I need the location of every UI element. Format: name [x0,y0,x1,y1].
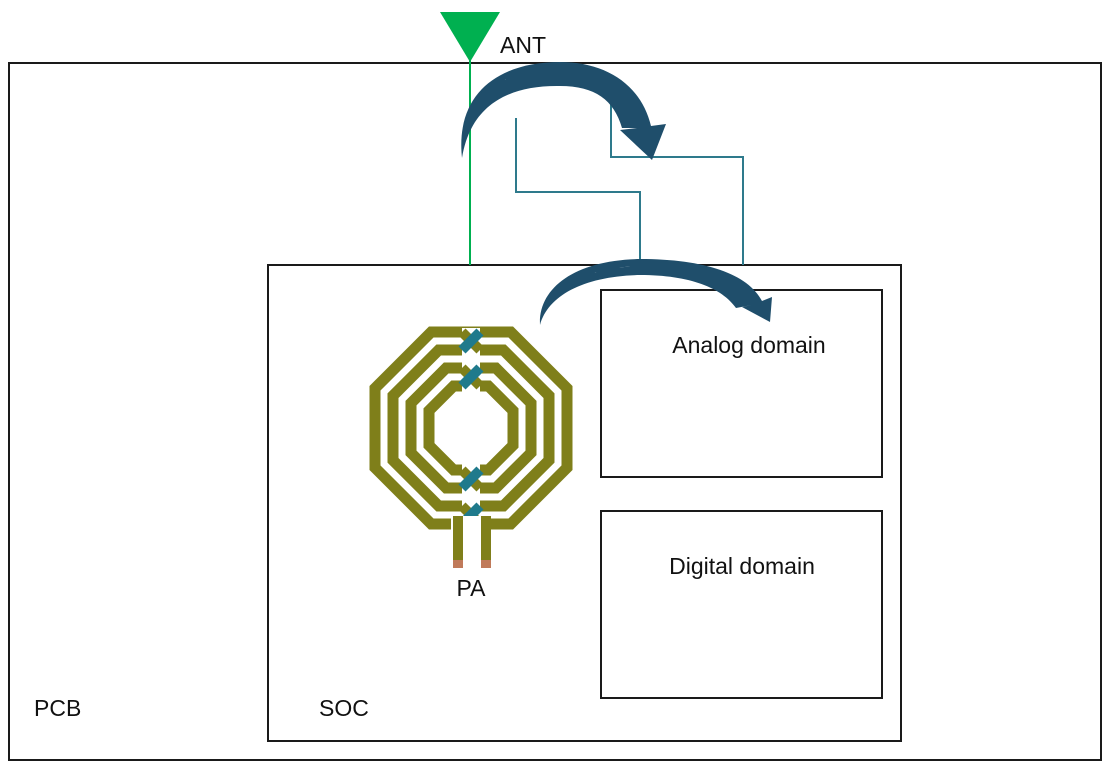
inductor-turn [387,344,555,512]
inductor-lead [481,516,491,562]
soc-label: SOC [319,695,369,721]
signal-wire-right [610,98,744,265]
pcb-label: PCB [34,695,81,721]
pa-label: PA [457,575,487,601]
analog-domain-label: Analog domain [672,332,825,358]
inductor-turn [405,362,537,494]
curved-arrow-icon [539,259,772,325]
inductor-turn [369,326,573,530]
octagonal-spiral-inductor-icon [369,326,573,568]
digital-domain-label: Digital domain [669,553,815,579]
curved-arrow-icon [461,62,666,160]
inductor-underpass [458,364,484,390]
antenna-label: ANT [500,32,546,58]
analog-domain-box [600,289,883,478]
inductor-underpass [458,466,484,492]
pcb-board [8,62,1102,761]
soc-chip [267,264,902,742]
inductor-lead [453,516,463,562]
signal-wire-left [515,118,641,265]
antenna-triangle-icon [440,12,500,62]
digital-domain-box [600,510,883,699]
pa-pad [453,560,463,568]
inductor-underpass [458,328,484,354]
pa-pad [481,560,491,568]
inductor-turn [423,380,519,476]
